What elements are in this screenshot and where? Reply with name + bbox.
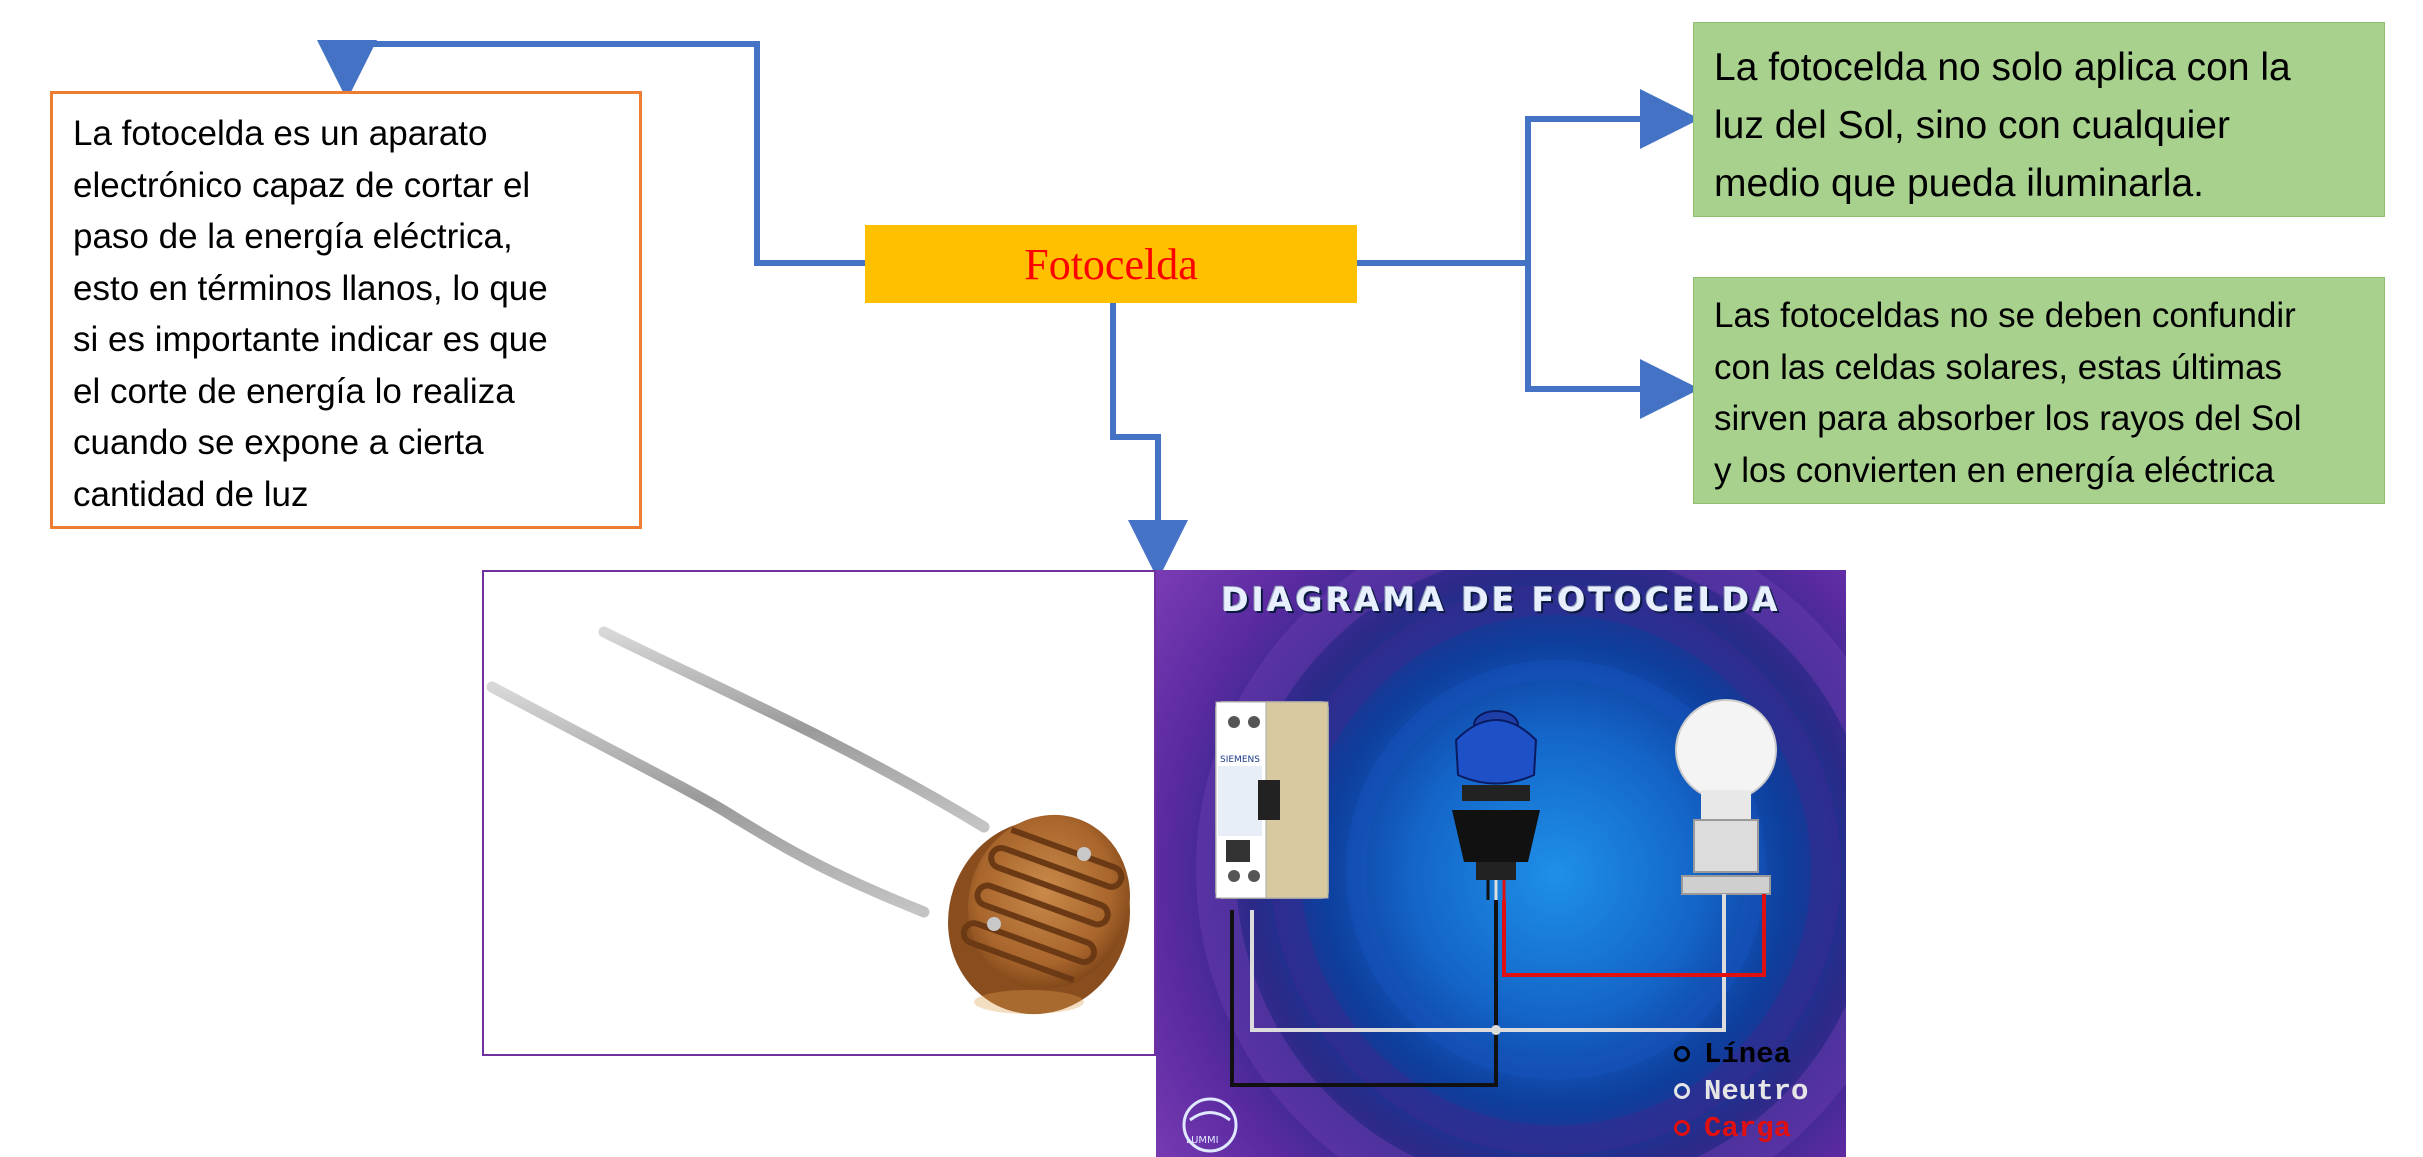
text-line: con las celdas solares, estas últimas <box>1714 347 2283 387</box>
page-title: Fotocelda <box>1024 239 1198 289</box>
connector-to-left-box <box>317 40 865 266</box>
definition-box: La fotocelda es un aparato electrónico c… <box>50 91 642 529</box>
diagram-rings: SIEMENS <box>1182 570 1846 1157</box>
text-line: cuando se expone a cierta <box>73 423 484 462</box>
breaker-brand: SIEMENS <box>1220 755 1260 765</box>
legend-item-neutro: Neutro <box>1674 1075 1808 1108</box>
legend-dot <box>1674 1120 1690 1137</box>
text-line: y los convierten en energía eléctrica <box>1714 450 2275 490</box>
text-line: esto en términos llanos, lo que <box>73 268 548 308</box>
diagram-title: DIAGRAMA DE FOTOCELDA <box>1221 580 1781 619</box>
photoresistor-image <box>486 626 1130 1015</box>
text-line: La fotocelda es un aparato <box>73 114 488 153</box>
connector-to-right-top <box>1357 89 1700 266</box>
circuit-breaker: SIEMENS <box>1215 701 1329 899</box>
legend-dot <box>1674 1083 1690 1100</box>
legend-item-linea: Línea <box>1674 1038 1808 1071</box>
title-box: Fotocelda <box>865 225 1357 303</box>
text-line: paso de la energía eléctrica, <box>73 217 513 256</box>
brand-logo-text: LUMMI <box>1186 1135 1219 1146</box>
text-line: luz del Sol, sino con cualquier <box>1714 104 2230 147</box>
solar-cell-note: Las fotoceldas no se deben confundir con… <box>1693 277 2385 504</box>
connector-to-diagram <box>1110 303 1188 580</box>
legend-label: Carga <box>1704 1112 1792 1145</box>
legend-item-carga: Carga <box>1674 1112 1808 1145</box>
photoresistor-photo <box>482 570 1156 1056</box>
text-line: sirven para absorber los rayos del Sol <box>1714 399 2302 438</box>
light-bulb <box>1675 699 1777 895</box>
brand-logo: LUMMI <box>1182 1097 1238 1153</box>
text-line: cantidad de luz <box>73 474 309 514</box>
diagram-legend: Línea Neutro Carga <box>1674 1038 1808 1145</box>
text-line: electrónico capaz de cortar el <box>73 165 531 205</box>
text-line: medio que pueda iluminarla. <box>1714 162 2204 205</box>
legend-label: Línea <box>1704 1038 1792 1071</box>
legend-label: Neutro <box>1704 1075 1809 1108</box>
text-line: La fotocelda no solo aplica con la <box>1714 46 2291 89</box>
legend-dot <box>1674 1046 1690 1063</box>
text-line: Las fotoceldas no se deben confundir <box>1714 296 2296 335</box>
wiring-diagram: SIEMENS <box>1156 570 1846 1157</box>
connector-to-right-bottom <box>1525 263 1700 419</box>
light-source-note: La fotocelda no solo aplica con la luz d… <box>1693 22 2385 217</box>
text-line: el corte de energía lo realiza <box>73 371 515 411</box>
text-line: si es importante indicar es que <box>73 320 548 359</box>
photocell-sensor <box>1452 710 1540 900</box>
